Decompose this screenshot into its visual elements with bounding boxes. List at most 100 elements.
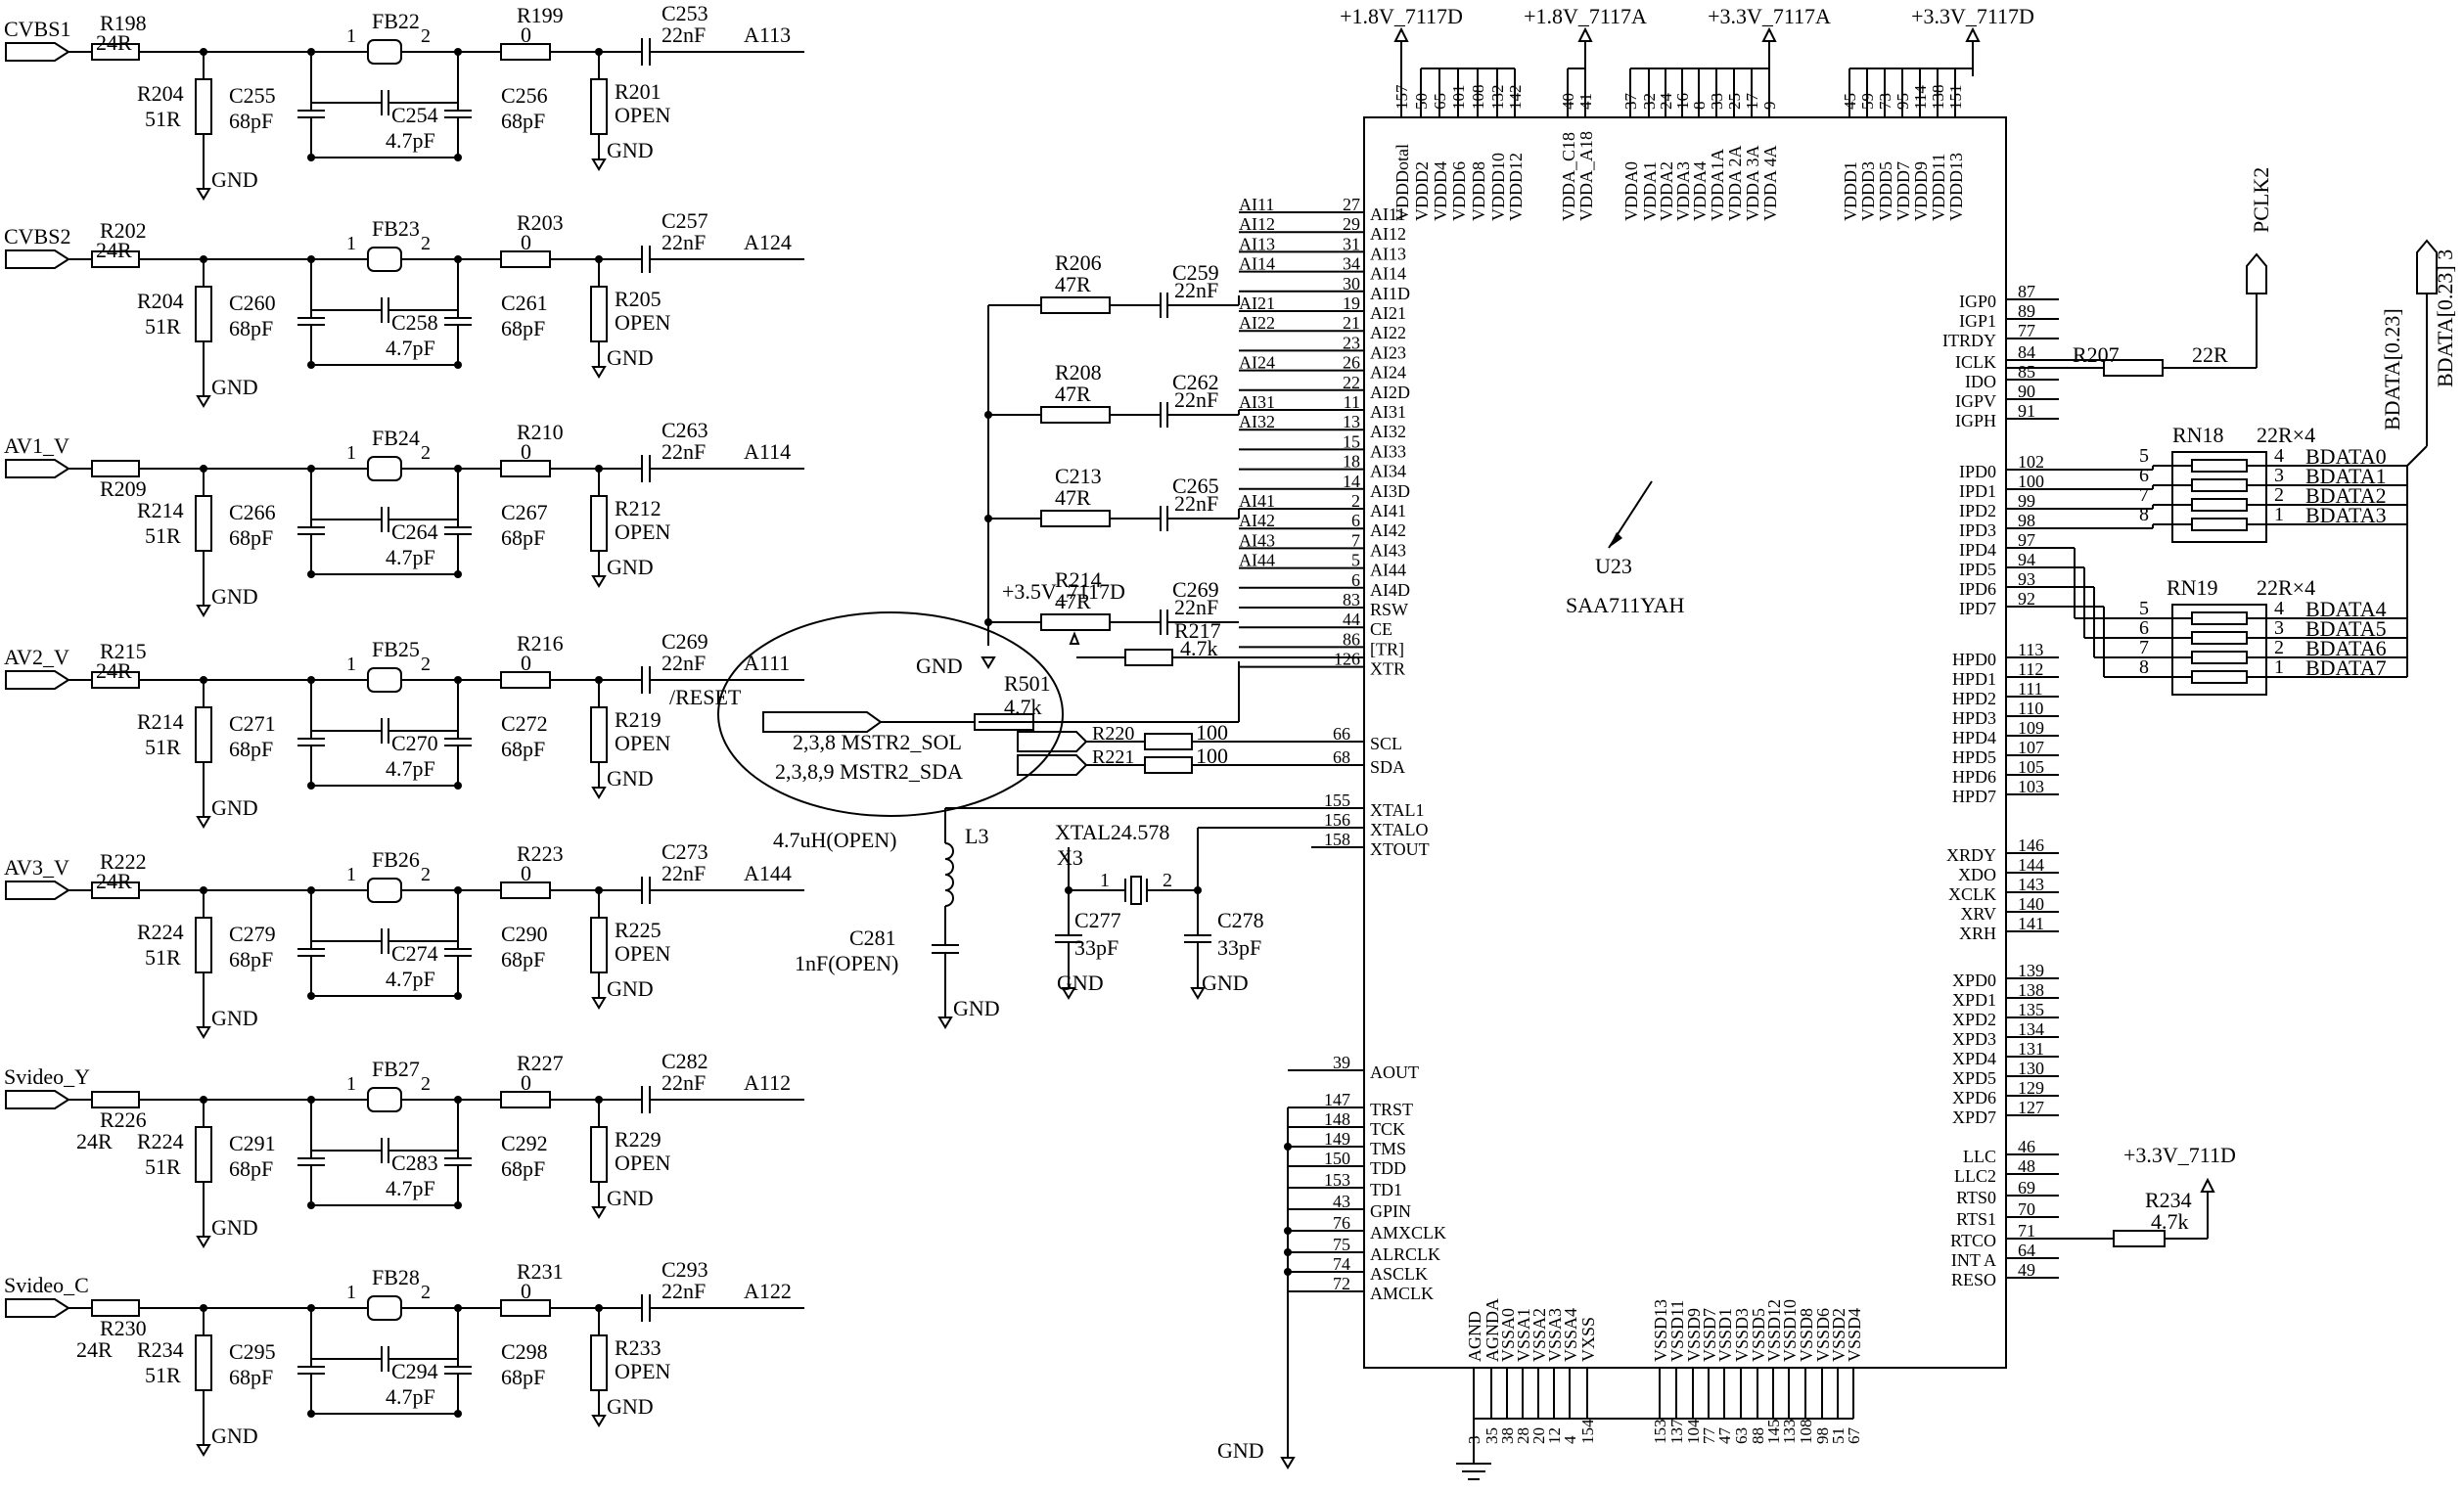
gnd-label: GND	[607, 766, 654, 791]
pin-name: VDDA 4A	[1760, 145, 1780, 221]
pin-number: 25	[1725, 93, 1744, 110]
pin-name: VDDD10	[1488, 153, 1508, 221]
input-name: CVBS2	[4, 224, 70, 248]
pin-name: VDDD7	[1894, 161, 1913, 221]
coupler-resistor	[1040, 406, 1111, 424]
cap-ref: C292	[501, 1131, 548, 1155]
pin-number: 98	[2018, 511, 2035, 530]
pin-name: VDDA_C18	[1559, 132, 1578, 221]
pin-name: XRV	[1960, 904, 1996, 924]
input-name: Svideo_C	[4, 1273, 89, 1297]
pin-name: VDDD6	[1449, 161, 1469, 221]
pin-number: 114	[1911, 85, 1930, 110]
pin-number: 31	[1343, 234, 1360, 253]
pin-number: 148	[1324, 1109, 1350, 1129]
ferrite-ref: FB26	[372, 847, 420, 872]
rn-pin: 6	[2139, 617, 2149, 639]
cap-ref: C272	[501, 711, 548, 736]
pin-name: VSSD2	[1829, 1308, 1848, 1362]
pin-name: AI1D	[1370, 284, 1410, 303]
rn-pin: 7	[2139, 637, 2149, 658]
resistor-ref: R219	[615, 707, 662, 732]
ground-arrow-icon	[591, 575, 607, 588]
ferrite-bead-icon	[367, 667, 402, 693]
shunt-resistor	[195, 1334, 212, 1391]
pin-name: XPD4	[1952, 1049, 1996, 1068]
resistor-ref: R231	[517, 1259, 564, 1284]
shunt-capacitor	[444, 317, 472, 326]
resistor-value: 24R	[96, 30, 132, 55]
net-label: AI43	[1239, 530, 1275, 550]
gnd-label: GND	[607, 138, 654, 162]
pin-name: IGP1	[1959, 311, 1996, 331]
cap-value: 22nF	[662, 23, 706, 47]
pin-number: 32	[1640, 93, 1659, 110]
pin-name: VSSD10	[1780, 1299, 1800, 1362]
pin-number: 98	[1813, 1427, 1832, 1444]
pin-number: 72	[1333, 1274, 1350, 1293]
resistor-value: 51R	[145, 945, 181, 970]
power-arrow-icon	[1393, 26, 1409, 42]
resistor-value: 51R	[145, 523, 181, 548]
shunt-capacitor	[297, 1366, 325, 1375]
pin-number: 63	[1732, 1427, 1751, 1444]
resistor-value: 47R	[1055, 485, 1091, 510]
junction-dot	[200, 886, 207, 894]
gnd-label: GND	[1202, 971, 1249, 995]
wire	[2406, 445, 2428, 467]
bdata-net: BDATA2	[2305, 483, 2387, 508]
pin-number: 14	[1343, 472, 1360, 491]
junction-dot	[454, 992, 462, 1000]
resistor-value: 4.7k	[2151, 1209, 2189, 1234]
pin-number: 112	[2018, 659, 2043, 679]
pin-name: TCK	[1370, 1119, 1405, 1139]
resistor-ref: R233	[615, 1335, 662, 1360]
cap-value: 22nF	[1174, 595, 1218, 619]
shunt-resistor	[195, 286, 212, 342]
cap-value: 68pF	[501, 109, 545, 133]
net-label: AI24	[1239, 353, 1275, 373]
cap-ref: C263	[662, 418, 708, 442]
pin-number: 92	[2018, 589, 2035, 609]
pin-name: AOUT	[1370, 1062, 1419, 1082]
junction-dot	[595, 1304, 603, 1312]
cap-ref: C264	[391, 520, 438, 544]
pin-name: IPD0	[1959, 462, 1996, 481]
fb-pin-1: 1	[346, 864, 356, 885]
cap-value: 68pF	[501, 947, 545, 971]
gnd-label: GND	[211, 167, 258, 192]
bdata-net: BDATA7	[2305, 655, 2387, 680]
junction-dot	[307, 255, 315, 263]
pin-name: [TR]	[1370, 639, 1404, 658]
resistor-ref: R222	[100, 849, 147, 874]
resistor-value: 0	[521, 439, 531, 464]
shunt-capacitor	[444, 1366, 472, 1375]
pin-number: 137	[1667, 1419, 1686, 1444]
pin-name: XPD7	[1952, 1107, 1996, 1127]
pin-name: XPD6	[1952, 1088, 1996, 1107]
rn-pin: 8	[2139, 656, 2149, 678]
pin-number: 87	[2018, 282, 2035, 301]
pin-name: AMXCLK	[1370, 1223, 1446, 1242]
pin-name: AI23	[1370, 342, 1406, 362]
resistor-ref: R501	[1004, 671, 1051, 696]
cap-ref: C279	[229, 922, 276, 946]
pin-number: 145	[1764, 1420, 1783, 1445]
pin-name: XRDY	[1946, 845, 1996, 865]
fb-pin-1: 1	[346, 442, 356, 464]
pin-name: AI44	[1370, 561, 1406, 580]
pin-name: CE	[1370, 619, 1392, 639]
xtal-ref: XTAL24.578	[1055, 820, 1169, 844]
shunt-capacitor	[444, 738, 472, 746]
net-label: A124	[744, 230, 792, 254]
resistor-ref: R202	[100, 218, 147, 243]
fb-pin-2: 2	[421, 864, 431, 885]
sol-label: 2,3,8 MSTR2_SOL	[793, 730, 962, 754]
pin-number: 91	[2018, 401, 2035, 421]
rn-pin: 3	[2274, 465, 2284, 486]
pin-number: 138	[1929, 85, 1947, 111]
net-label: A122	[744, 1279, 792, 1303]
resistor	[2191, 459, 2248, 473]
cap-value: 33pF	[1217, 935, 1261, 960]
pin-number: 108	[1797, 1420, 1815, 1445]
